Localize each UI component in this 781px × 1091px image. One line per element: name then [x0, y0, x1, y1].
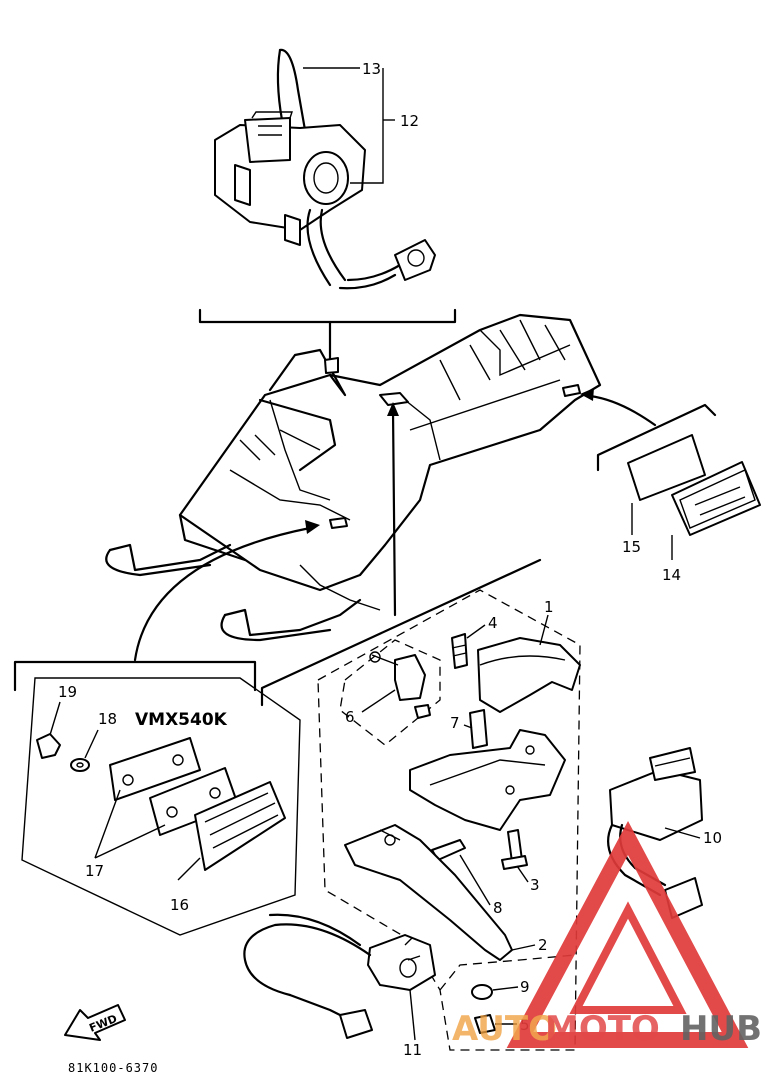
fwd-arrow-icon: FWD	[64, 1004, 126, 1041]
watermark-triangle-icon	[506, 820, 749, 1048]
callout-17: 17	[85, 862, 104, 880]
lever-assembly	[243, 633, 703, 1039]
group-bracket-lower	[260, 558, 542, 707]
automotohub-watermark: AUTO MOTO HUB	[452, 820, 762, 1049]
callout-12: 12	[400, 112, 419, 130]
watermark-text-hub: HUB	[680, 1009, 762, 1049]
reflector-group	[627, 434, 761, 536]
callout-16: 16	[170, 896, 189, 914]
switch-assembly-top	[214, 48, 436, 290]
watermark-text-moto: MOTO	[545, 1009, 660, 1049]
callout-19: 19	[58, 683, 77, 701]
leader-7	[463, 724, 473, 729]
group-outline-lower	[317, 589, 581, 1051]
arrow-line-right	[588, 394, 657, 427]
leader-6	[361, 689, 396, 713]
group-outline-left	[21, 677, 301, 936]
callout-9: 9	[520, 978, 530, 996]
leader-10	[664, 827, 701, 839]
leader-3	[516, 865, 529, 883]
callout-10: 10	[703, 829, 722, 847]
leader-9	[492, 986, 519, 991]
leader-17	[94, 789, 166, 859]
watermark-inner-triangle-icon	[569, 901, 687, 1014]
arrow-head-right	[580, 388, 594, 401]
arrow-line-center	[391, 408, 397, 617]
group-bracket-right	[596, 403, 717, 472]
leader-8	[459, 854, 491, 906]
arrow-line-left	[133, 526, 312, 662]
callout-15: 15	[622, 538, 641, 556]
leader-2	[511, 944, 536, 951]
callout-14: 14	[662, 566, 681, 584]
leader-19	[49, 701, 61, 736]
leader-4	[466, 624, 486, 639]
group-bracket-left	[13, 660, 257, 692]
leader-11	[409, 989, 416, 1041]
group-outline-6	[339, 639, 441, 746]
leader-16	[177, 857, 201, 881]
callout-4: 4	[488, 614, 498, 632]
bracket-12	[350, 68, 384, 184]
arrow-head-left	[305, 520, 320, 534]
watermark-text-auto: AUTO	[452, 1009, 557, 1049]
callout-18: 18	[98, 710, 117, 728]
group-outline-lower-inner	[439, 954, 576, 991]
callout-8: 8	[493, 899, 503, 917]
arrow-head-center	[387, 402, 399, 416]
leader-18	[84, 729, 99, 759]
leader-1	[539, 614, 549, 646]
callout-13: 13	[362, 60, 381, 78]
diagram-code: 81K100-6370	[68, 1061, 158, 1075]
callout-2: 2	[538, 936, 548, 954]
callout-11: 11	[403, 1041, 422, 1059]
callout-7: 7	[450, 714, 460, 732]
model-label: VMX540K	[135, 710, 228, 730]
callout-6: 6	[345, 708, 355, 726]
license-plate-parts	[36, 733, 286, 871]
callout-3: 3	[530, 876, 540, 894]
group-bracket-top	[198, 308, 457, 324]
snowmobile-body	[105, 313, 602, 642]
callout-1: 1	[544, 598, 554, 616]
